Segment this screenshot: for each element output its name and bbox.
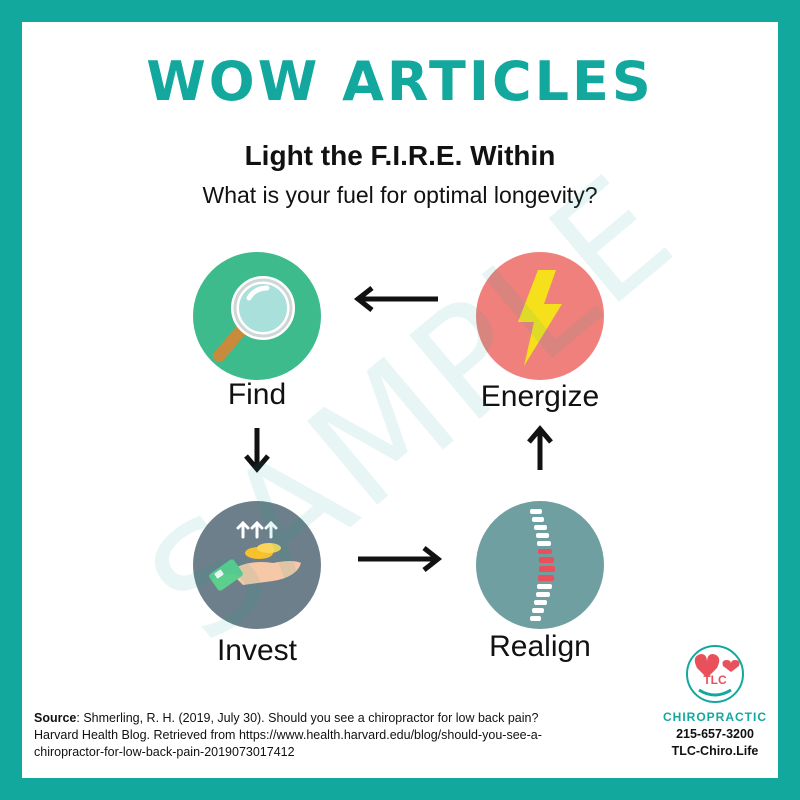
step-label-realign: Realign (489, 630, 591, 663)
tlc-heart-logo-icon: TLC (686, 645, 744, 703)
tlc-logo: TLC CHIROPRACTIC 215-657-3200 TLC-Chiro.… (652, 642, 778, 758)
question-text: What is your fuel for optimal longevity? (202, 182, 598, 208)
lightning-bolt-icon (518, 270, 562, 366)
source-citation: Source: Shmerling, R. H. (2019, July 30)… (34, 710, 554, 761)
invest-circle (193, 501, 321, 629)
spine-icon (530, 509, 555, 621)
source-label: Source (34, 711, 77, 725)
source-text: : Shmerling, R. H. (2019, July 30). Shou… (34, 711, 542, 759)
magnifying-glass-icon (213, 276, 295, 362)
logo-initials: TLC (703, 673, 727, 687)
logo-word: CHIROPRACTIC (663, 710, 767, 724)
phone-number: 215-657-3200 (676, 727, 754, 741)
arrow-left-icon (353, 286, 438, 312)
arrow-up-icon (527, 425, 553, 470)
page-title: WOW ARTICLES (146, 50, 654, 113)
energize-circle (476, 252, 604, 380)
arrow-down-icon (244, 428, 270, 473)
arrow-right-icon (358, 546, 443, 572)
step-label-find: Find (227, 378, 287, 411)
realign-circle (476, 501, 604, 629)
find-circle (193, 252, 321, 380)
subtitle: Light the F.I.R.E. Within (244, 140, 556, 171)
step-label-energize: Energize (480, 380, 600, 413)
step-label-invest: Invest (216, 634, 298, 667)
website-text: TLC-Chiro.Life (671, 744, 759, 758)
hand-with-coins-icon (209, 520, 301, 591)
infographic-card: WOW ARTICLES Light the F.I.R.E. Within W… (22, 22, 778, 778)
